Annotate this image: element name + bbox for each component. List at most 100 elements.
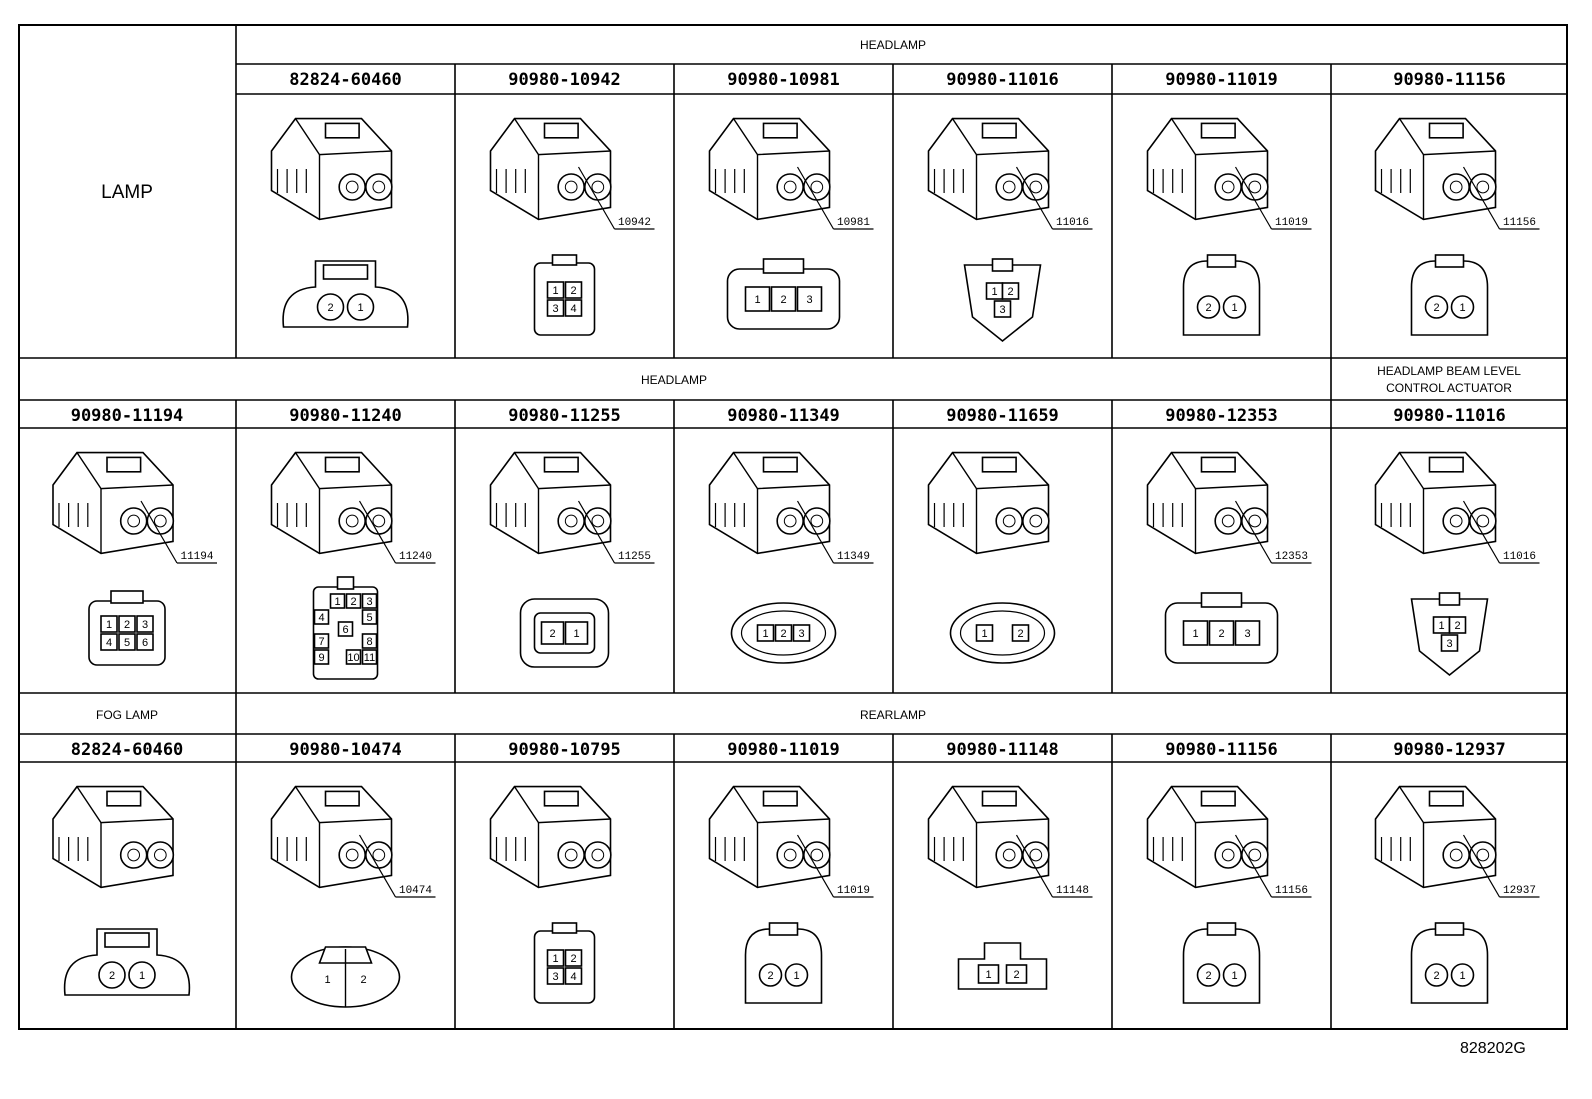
- face-latch: [762, 258, 805, 274]
- pin-number: 6: [142, 637, 148, 649]
- section-title-beam-level: CONTROL ACTUATOR: [1386, 381, 1512, 395]
- callout-label: 11255: [618, 551, 651, 563]
- pin-cavity: [564, 621, 589, 645]
- terminal-cavity: [591, 848, 605, 862]
- terminal-cavity: [1221, 848, 1235, 862]
- pin-cavity: [546, 949, 565, 967]
- terminal-cavity: [365, 173, 393, 201]
- pin-cavity: [100, 615, 118, 633]
- face-outline: [744, 928, 823, 1004]
- pin-number: 1: [762, 628, 768, 640]
- terminal-cavity: [995, 507, 1023, 535]
- face-latch: [1206, 922, 1237, 936]
- face-latch: [1434, 254, 1465, 268]
- pin-cavity: [313, 633, 330, 649]
- pin-cavity: [313, 609, 330, 625]
- pin-number: 11: [364, 652, 375, 664]
- callout-label: 11194: [180, 551, 213, 563]
- part-number: 90980-11255: [508, 406, 621, 426]
- terminal-cavity: [1029, 848, 1043, 862]
- pin-number: 2: [1218, 628, 1224, 640]
- terminal-cavity: [372, 180, 386, 194]
- pin-cavity: [756, 624, 775, 642]
- pin-number: 2: [767, 970, 773, 982]
- section-title-headlamp: HEADLAMP: [641, 373, 707, 387]
- pin-number: 1: [981, 628, 987, 640]
- face-outline: [1410, 260, 1489, 336]
- terminal-cavity: [803, 841, 831, 869]
- pin-cavity: [1440, 634, 1459, 652]
- connector-latch: [1200, 790, 1236, 807]
- pin-cavity: [744, 286, 771, 312]
- callout-label: 11349: [837, 551, 870, 563]
- terminal-cavity: [783, 514, 797, 528]
- terminal-cavity: [372, 514, 386, 528]
- pin-number: 10: [347, 652, 359, 664]
- part-number: 90980-10942: [508, 70, 621, 90]
- face-latch: [1206, 254, 1237, 268]
- pin-number: 1: [1231, 970, 1237, 982]
- pin-number: 3: [798, 628, 804, 640]
- part-number: 90980-11019: [727, 740, 840, 760]
- connector-latch: [981, 122, 1017, 139]
- pin-cavity: [118, 615, 136, 633]
- callout-label: 12937: [1503, 885, 1536, 897]
- face-inner: [740, 610, 827, 656]
- connector-latch: [981, 456, 1017, 473]
- pin-cavity: [98, 961, 126, 989]
- pin-number: 4: [570, 971, 576, 983]
- pin-number: 1: [991, 286, 997, 298]
- terminal-cavity: [1476, 514, 1490, 528]
- terminal-cavity: [127, 514, 141, 528]
- face-outline: [282, 260, 409, 328]
- pin-cavity: [975, 624, 994, 642]
- callout-label: 11019: [837, 885, 870, 897]
- terminal-cavity: [1469, 507, 1497, 535]
- pin-number: 1: [793, 970, 799, 982]
- leader-line: [796, 166, 835, 230]
- face-latch: [551, 922, 578, 934]
- connector-latch: [106, 456, 142, 473]
- face-latch: [1200, 592, 1243, 608]
- figure-code: 828202G: [1460, 1040, 1526, 1057]
- pin-cavity: [1424, 295, 1449, 319]
- terminal-cavity: [1469, 841, 1497, 869]
- terminal-cavity: [338, 173, 366, 201]
- terminal-cavity: [1221, 514, 1235, 528]
- pin-number: 1: [334, 596, 340, 608]
- connector-latch: [543, 790, 579, 807]
- pin-number: 4: [106, 637, 112, 649]
- pin-cavity: [770, 286, 797, 312]
- connector-latch: [762, 122, 798, 139]
- connector-latch: [981, 790, 1017, 807]
- pin-number: 2: [1205, 970, 1211, 982]
- leader-line: [796, 834, 835, 898]
- connector-cell: 90980-11019 11019 2 1: [708, 740, 874, 1004]
- pin-cavity: [1208, 620, 1235, 646]
- pin-number: 3: [1244, 628, 1250, 640]
- terminal-cavity: [338, 507, 366, 535]
- part-number: 90980-12937: [1393, 740, 1506, 760]
- terminal-cavity: [338, 841, 366, 869]
- pin-number: 2: [549, 628, 555, 640]
- terminal-cavity: [372, 848, 386, 862]
- pin-cavity: [546, 299, 565, 317]
- terminal-cavity: [995, 841, 1023, 869]
- connector-latch: [1428, 122, 1464, 139]
- connector-latch: [324, 790, 360, 807]
- terminal-cavity: [1248, 848, 1262, 862]
- pin-cavity: [313, 649, 330, 665]
- terminal-cavity: [1476, 848, 1490, 862]
- terminal-cavity: [153, 848, 167, 862]
- leader-line: [1015, 834, 1054, 898]
- terminal-cavity: [1029, 180, 1043, 194]
- pin-cavity: [546, 967, 565, 985]
